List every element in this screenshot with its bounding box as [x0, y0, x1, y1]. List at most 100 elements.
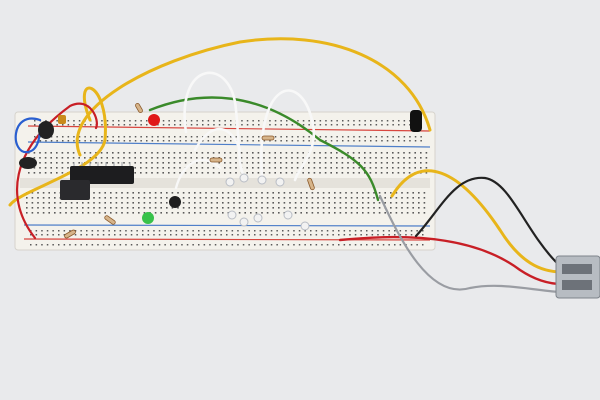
breadboard-hole	[179, 167, 181, 169]
breadboard-hole	[235, 152, 237, 154]
breadboard-hole	[222, 192, 224, 194]
breadboard-hole	[194, 192, 196, 194]
breadboard-hole	[423, 212, 426, 214]
breadboard-hole	[118, 124, 120, 126]
resistor-icon	[104, 215, 116, 225]
breadboard-hole	[196, 120, 198, 122]
breadboard-hole	[241, 140, 243, 142]
breadboard-hole	[408, 167, 411, 169]
breadboard-hole	[90, 124, 92, 126]
breadboard-hole	[300, 197, 302, 199]
breadboard-hole	[358, 157, 360, 159]
breadboard-hole	[39, 152, 41, 154]
led-icon	[225, 177, 235, 187]
breadboard-hole	[345, 197, 347, 199]
breadboard-hole	[151, 136, 154, 138]
breadboard-hole	[278, 202, 280, 204]
breadboard-hole	[35, 244, 38, 246]
breadboard-hole	[289, 202, 291, 204]
breadboard-hole	[54, 202, 56, 204]
breadboard-hole	[412, 192, 414, 194]
breadboard-hole	[177, 192, 179, 194]
breadboard-hole	[373, 212, 375, 214]
breadboard-hole	[390, 202, 392, 204]
breadboard-hole	[242, 230, 245, 232]
breadboard-hole	[366, 234, 368, 236]
breadboard-hole	[360, 230, 362, 232]
breadboard-hole	[199, 202, 202, 204]
breadboard-hole	[164, 230, 166, 232]
breadboard-hole	[179, 172, 181, 174]
breadboard-hole	[147, 230, 150, 232]
breadboard-hole	[280, 172, 282, 174]
breadboard-hole	[34, 124, 36, 126]
breadboard-hole	[240, 162, 243, 164]
breadboard-hole	[201, 152, 204, 154]
breadboard-hole	[423, 192, 426, 194]
rail-red-bottom	[23, 238, 431, 241]
breadboard-hole	[369, 157, 372, 159]
breadboard-hole	[272, 197, 274, 199]
breadboard-hole	[306, 192, 308, 194]
breadboard-hole	[278, 207, 280, 209]
breadboard-hole	[341, 157, 344, 159]
breadboard-hole	[397, 167, 400, 169]
breadboard-hole	[121, 192, 123, 194]
breadboard-hole	[184, 162, 187, 164]
breadboard-hole	[156, 172, 159, 174]
breadboard-hole	[143, 197, 146, 199]
breadboard-hole	[371, 234, 374, 236]
breadboard-hole	[345, 192, 347, 194]
breadboard-hole	[98, 202, 101, 204]
breadboard-hole	[62, 136, 64, 138]
breadboard-hole	[56, 162, 58, 164]
breadboard-hole	[425, 162, 428, 164]
breadboard-hole	[319, 120, 322, 122]
breadboard-hole	[218, 120, 221, 122]
breadboard-hole	[425, 167, 428, 169]
breadboard-hole	[399, 244, 402, 246]
breadboard-hole	[39, 140, 42, 142]
breadboard-hole	[162, 157, 164, 159]
breadboard-hole	[115, 212, 118, 214]
breadboard-hole	[143, 202, 146, 204]
breadboard-hole	[162, 120, 165, 122]
capacitor-icon	[58, 115, 66, 124]
breadboard-hole	[207, 120, 210, 122]
breadboard-hole	[153, 234, 155, 236]
breadboard-hole	[231, 230, 234, 232]
breadboard-hole	[41, 244, 43, 246]
breadboard-hole	[33, 172, 36, 174]
breadboard-hole	[182, 192, 185, 194]
breadboard-hole	[414, 157, 416, 159]
breadboard-hole	[283, 207, 286, 209]
white-wire-loop-3	[193, 127, 242, 152]
breadboard-hole	[358, 152, 360, 154]
breadboard-hole	[350, 192, 353, 194]
breadboard-hole	[330, 162, 332, 164]
breadboard-hole	[146, 120, 148, 122]
breadboard-hole	[220, 244, 222, 246]
breadboard-hole	[73, 136, 75, 138]
breadboard-hole	[343, 244, 346, 246]
breadboard-hole	[97, 244, 99, 246]
breadboard-hole	[378, 212, 381, 214]
breadboard-hole	[166, 212, 168, 214]
breadboard-hole	[44, 172, 47, 174]
breadboard-hole	[224, 172, 226, 174]
breadboard-hole	[35, 234, 38, 236]
breadboard-hole	[46, 244, 49, 246]
breadboard-hole	[425, 172, 428, 174]
breadboard-hole	[37, 192, 39, 194]
breadboard-hole	[369, 172, 372, 174]
breadboard-hole	[182, 202, 185, 204]
breadboard-hole	[188, 202, 190, 204]
breadboard-hole	[394, 244, 396, 246]
breadboard-hole	[250, 202, 252, 204]
breadboard-hole	[104, 192, 106, 194]
breadboard-hole	[61, 172, 64, 174]
breadboard-hole	[353, 136, 355, 138]
breadboard-hole	[420, 152, 422, 154]
breadboard-hole	[418, 202, 420, 204]
small-chip-icon	[60, 180, 90, 200]
